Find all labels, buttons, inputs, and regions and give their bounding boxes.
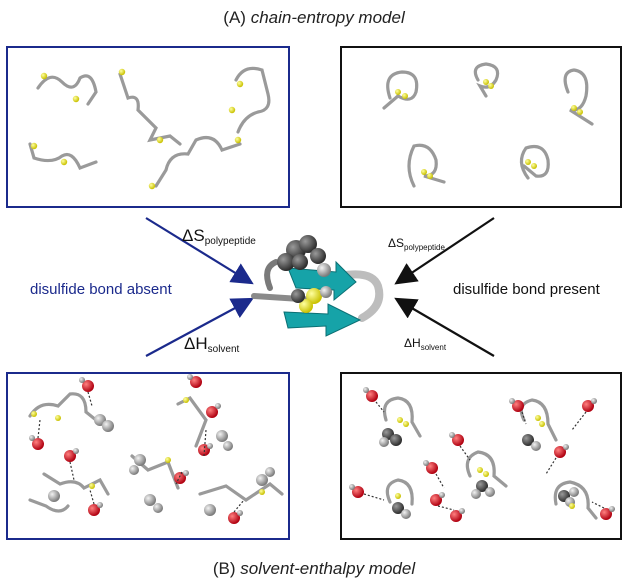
ds-left-main: ΔS bbox=[182, 226, 205, 245]
label-disulfide-absent: disulfide bond absent bbox=[30, 281, 172, 298]
ds-right-sub: polypeptide bbox=[404, 243, 445, 252]
sulfur-atoms-bottom-right bbox=[395, 415, 575, 509]
title-bottom-prefix: (B) bbox=[212, 559, 236, 578]
hydrogen-bonds-bottom-left bbox=[37, 391, 245, 513]
solvated-chains-absent bbox=[28, 392, 284, 513]
arrows bbox=[145, 217, 495, 357]
ds-right-main: ΔS bbox=[388, 236, 405, 250]
title-solvent-enthalpy: (B) solvent-enthalpy model bbox=[0, 559, 628, 579]
label-dh-solvent-right: ΔHsolvent bbox=[404, 336, 446, 352]
hydrophobic-groups-bottom-right bbox=[379, 428, 579, 519]
label-dh-solvent-left: ΔHsolvent bbox=[184, 334, 239, 355]
unfolded-chains-absent bbox=[28, 66, 271, 188]
box-solvated-present bbox=[340, 372, 622, 540]
folded-protein bbox=[251, 235, 384, 337]
sulfur-atoms-top-right bbox=[395, 79, 583, 179]
box-unfolded-present bbox=[340, 46, 622, 208]
solvated-chains-present bbox=[382, 396, 598, 520]
water-molecules-bottom-left bbox=[29, 374, 243, 524]
dh-right-main: ΔH bbox=[404, 336, 421, 350]
dh-left-sub: solvent bbox=[207, 344, 240, 355]
arrow-ds-right bbox=[394, 217, 495, 285]
label-ds-polypeptide-left: ΔSpolypeptide bbox=[182, 226, 256, 247]
sulfur-atoms-bottom-left bbox=[31, 397, 265, 495]
title-chain-entropy: (A) chain-entropy model bbox=[0, 8, 628, 28]
looped-chains-present bbox=[382, 62, 594, 188]
arrow-dh-right bbox=[394, 297, 495, 357]
dh-left-main: ΔH bbox=[184, 334, 208, 353]
ds-left-sub: polypeptide bbox=[204, 236, 256, 247]
label-disulfide-present: disulfide bond present bbox=[453, 281, 600, 298]
sulfur-atoms-top-left bbox=[30, 68, 244, 190]
label-ds-polypeptide-right: ΔSpolypeptide bbox=[388, 236, 445, 252]
water-molecules-bottom-right bbox=[349, 387, 615, 522]
hydrophobic-groups-bottom-left bbox=[48, 414, 275, 516]
arrow-ds-left bbox=[145, 217, 254, 285]
box-unfolded-absent bbox=[6, 46, 290, 208]
title-bottom-text: solvent-enthalpy model bbox=[240, 559, 416, 578]
box-solvated-absent bbox=[6, 372, 290, 540]
title-top-text: chain-entropy model bbox=[250, 8, 405, 27]
arrow-dh-left bbox=[145, 297, 254, 357]
hydrogen-bonds-bottom-right bbox=[363, 401, 605, 511]
title-top-prefix: (A) bbox=[223, 8, 246, 27]
dh-right-sub: solvent bbox=[420, 343, 447, 352]
